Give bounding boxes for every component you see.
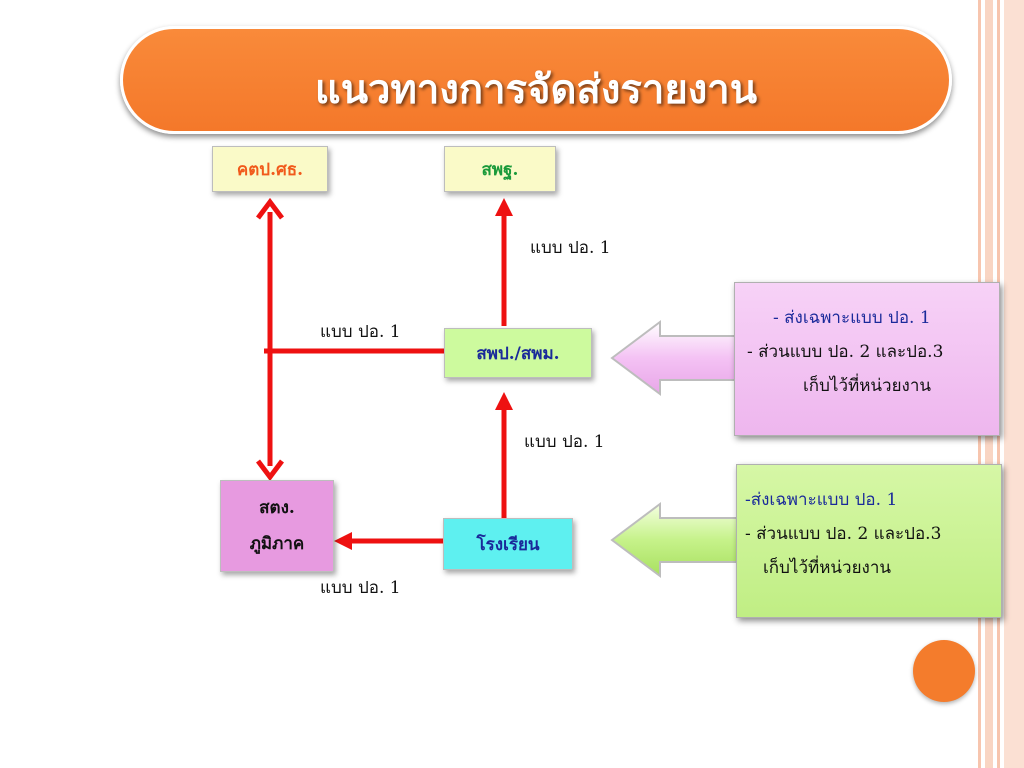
edge-label-school-to-spp: แบบ ปอ. 1 (524, 432, 605, 452)
note-school-line-1: -ส่งเฉพาะแบบ ปอ. 1 (745, 490, 898, 510)
note-school-line-2: - ส่วนแบบ ปอ. 2 และปอ.3 (745, 524, 942, 544)
node-spp-label: สพป./สพม. (476, 343, 560, 364)
node-stg-label-1: สตง. (259, 498, 295, 518)
node-school: โรงเรียน (443, 518, 573, 570)
node-sp-label: สพฐ. (481, 159, 519, 180)
node-sp: สพฐ. (444, 146, 556, 192)
decor-orange-circle (913, 640, 975, 702)
node-ktp-label: คตป.ศธ. (236, 159, 304, 180)
arrowhead-sp (495, 198, 513, 216)
node-ktp: คตป.ศธ. (212, 146, 328, 192)
edge-label-spp-to-ktp: แบบ ปอ. 1 (320, 322, 401, 342)
node-stg: สตง. ภูมิภาค (220, 480, 334, 572)
edge-label-school-to-stg: แบบ ปอ. 1 (320, 578, 401, 598)
arrowhead-spp (495, 392, 513, 410)
note-school-line-3: เก็บไว้ที่หน่วยงาน (763, 558, 891, 578)
note-spp-line-3: เก็บไว้ที่หน่วยงาน (803, 376, 931, 396)
note-spp-line-2: - ส่วนแบบ ปอ. 2 และปอ.3 (747, 342, 944, 362)
title-banner: แนวทางการจัดส่งรายงาน (120, 26, 952, 134)
note-spp: - ส่งเฉพาะแบบ ปอ. 1 - ส่วนแบบ ปอ. 2 และป… (734, 282, 1000, 436)
green-block-arrow (610, 502, 739, 578)
node-spp: สพป./สพม. (444, 328, 592, 378)
node-stg-label-2: ภูมิภาค (249, 534, 305, 554)
page-title: แนวทางการจัดส่งรายงาน (314, 66, 758, 113)
arrowhead-stg-left (334, 532, 352, 550)
note-school: -ส่งเฉพาะแบบ ปอ. 1 - ส่วนแบบ ปอ. 2 และปอ… (736, 464, 1002, 618)
edge-label-spp-to-sp: แบบ ปอ. 1 (530, 238, 611, 258)
note-spp-line-1: - ส่งเฉพาะแบบ ปอ. 1 (773, 308, 931, 328)
arrowhead-stg-down (256, 459, 284, 482)
decor-stripe-4 (1004, 0, 1024, 768)
node-school-label: โรงเรียน (476, 534, 540, 555)
pink-block-arrow (610, 320, 739, 396)
arrowhead-ktp (256, 197, 284, 220)
